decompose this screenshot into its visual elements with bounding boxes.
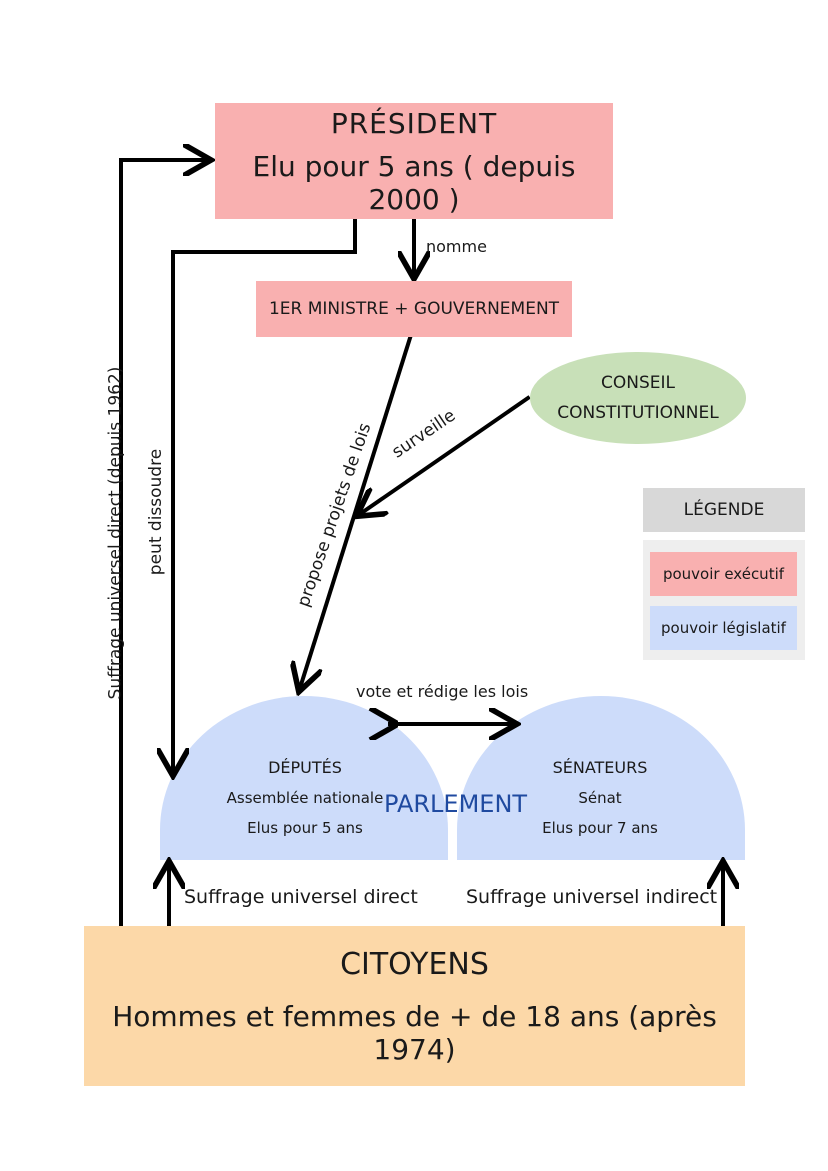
- citoyens-subtitle: Hommes et femmes de + de 18 ans (après 1…: [112, 999, 717, 1066]
- deputes-line2: Elus pour 5 ans: [247, 819, 363, 837]
- senateurs-dome: [457, 696, 745, 860]
- senateurs-line1: Sénat: [578, 789, 622, 807]
- arrow-suffrage-president: [119, 160, 207, 928]
- citoyens-box: CITOYENS Hommes et femmes de + de 18 ans…: [84, 926, 745, 1086]
- parlement-label: PARLEMENT: [384, 790, 528, 818]
- legend-item-legislative: pouvoir législatif: [650, 606, 797, 650]
- president-subtitle: Elu pour 5 ans ( depuis 2000 ): [252, 149, 576, 216]
- label-nomme: nomme: [426, 237, 487, 256]
- president-title: PRÉSIDENT: [330, 106, 498, 140]
- label-suffrage-direct: Suffrage universel direct: [184, 886, 418, 908]
- legend-title: LÉGENDE: [643, 488, 805, 532]
- arrow-propose: [300, 335, 413, 688]
- label-vote: vote et rédige les lois: [356, 682, 529, 701]
- ministre-box: 1ER MINISTRE + GOUVERNEMENT: [256, 281, 572, 337]
- label-dissoudre: peut dissoudre: [146, 448, 167, 576]
- deputes-line1: Assemblée nationale: [226, 789, 384, 807]
- president-box: PRÉSIDENT Elu pour 5 ans ( depuis 2000 ): [215, 103, 613, 219]
- conseil-constitutionnel-box: CONSEIL CONSTITUTIONNEL: [530, 352, 746, 444]
- senateurs-line2: Elus pour 7 ans: [542, 819, 658, 837]
- arrow-dissoudre: [173, 218, 357, 772]
- label-suffrage-president: Suffrage universel direct (depuis 1962): [105, 366, 126, 700]
- senateurs-title: SÉNATEURS: [552, 758, 648, 777]
- legend-item-executive: pouvoir exécutif: [650, 552, 797, 596]
- senateurs-chamber: SÉNATEURS Sénat Elus pour 7 ans: [500, 758, 700, 837]
- label-suffrage-indirect: Suffrage universel indirect: [466, 886, 718, 908]
- conseil-line2: CONSTITUTIONNEL: [557, 403, 719, 423]
- conseil-line1: CONSEIL: [601, 373, 675, 393]
- deputes-chamber: DÉPUTÉS Assemblée nationale Elus pour 5 …: [205, 758, 405, 837]
- citoyens-title: CITOYENS: [340, 946, 489, 982]
- deputes-title: DÉPUTÉS: [268, 758, 342, 777]
- arrow-surveille: [360, 395, 531, 514]
- ministre-label: 1ER MINISTRE + GOUVERNEMENT: [268, 299, 560, 319]
